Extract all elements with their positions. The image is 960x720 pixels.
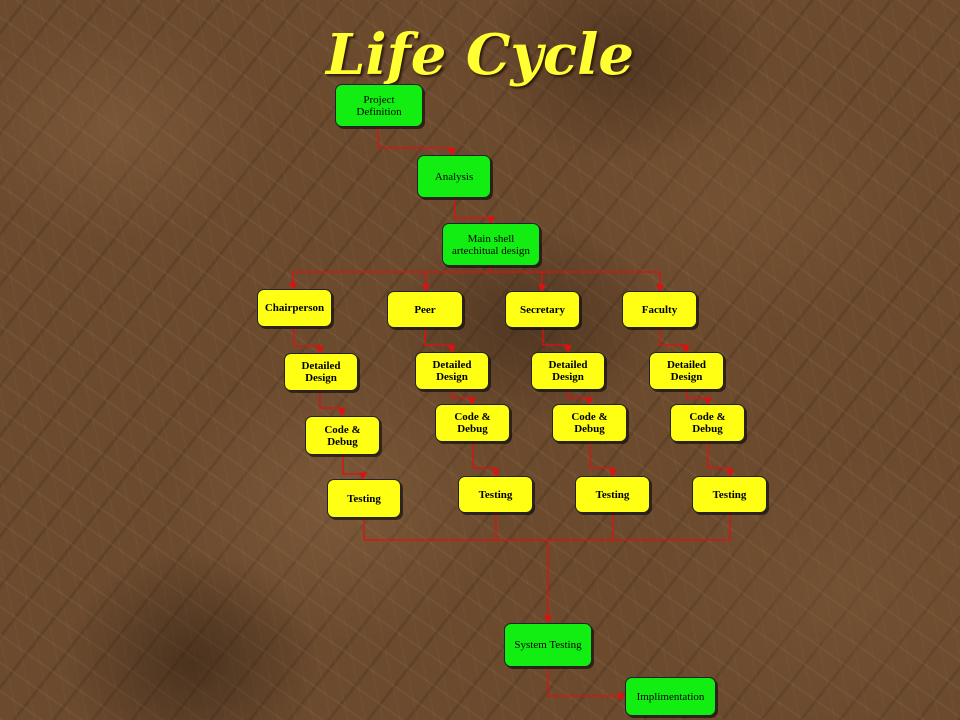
node-testing-label: Testing	[347, 492, 381, 505]
node-module-peer[interactable]: Peer	[387, 291, 463, 328]
connector-chair-to-detailed	[293, 327, 324, 355]
connector-peer-to-detailed	[424, 327, 456, 354]
node-faculty-testing[interactable]: Testing	[692, 476, 767, 513]
node-module-faculty[interactable]: Faculty	[622, 291, 697, 328]
node-module-label: Faculty	[641, 303, 678, 316]
connector-project-to-analysis	[377, 127, 456, 157]
node-module-chairperson[interactable]: Chairperson	[257, 289, 332, 327]
node-testing-label: Testing	[478, 488, 513, 501]
node-code-debug-label: Code & Debug	[571, 411, 608, 435]
node-module-label: Peer	[414, 303, 436, 316]
node-code-debug-label: Code & Debug	[689, 411, 726, 435]
node-project-definition-label: Project Definition	[356, 93, 402, 118]
node-main-shell-design[interactable]: Main shell artechitual design	[442, 223, 540, 266]
node-code-debug-label: Code & Debug	[454, 411, 491, 435]
node-secretary-testing[interactable]: Testing	[575, 476, 650, 513]
node-peer-testing[interactable]: Testing	[458, 476, 533, 513]
connector-secretary-detailed-to-code	[567, 389, 593, 406]
connector-system-to-implementation	[547, 667, 627, 700]
connector-analysis-to-main-shell	[454, 198, 495, 225]
node-project-definition[interactable]: Project Definition	[335, 84, 423, 127]
page-title: Life Cycle	[326, 22, 634, 88]
connector-faculty-to-detailed	[659, 327, 690, 354]
node-detailed-design-label: Detailed Design	[301, 360, 341, 384]
node-analysis-label: Analysis	[434, 170, 474, 183]
connector-secretary-code-to-testing	[589, 442, 617, 478]
node-detailed-design-label: Detailed Design	[548, 359, 588, 383]
node-code-debug-label: Code & Debug	[324, 423, 361, 448]
node-testing-label: Testing	[595, 488, 630, 501]
node-main-shell-design-label: Main shell artechitual design	[452, 232, 530, 257]
node-peer-detailed-design[interactable]: Detailed Design	[415, 352, 489, 390]
node-analysis[interactable]: Analysis	[417, 155, 491, 198]
node-module-label: Secretary	[520, 303, 565, 316]
node-faculty-detailed-design[interactable]: Detailed Design	[649, 352, 724, 390]
connector-faculty-code-to-testing	[707, 442, 734, 478]
node-detailed-design-label: Detailed Design	[666, 359, 707, 383]
connector-peer-code-to-testing	[472, 442, 500, 478]
connector-secretary-to-detailed	[542, 327, 572, 354]
node-peer-code-debug[interactable]: Code & Debug	[435, 404, 510, 442]
connector-peer-detailed-to-code	[451, 389, 476, 406]
node-system-testing-label: System Testing	[514, 639, 582, 651]
node-secretary-code-debug[interactable]: Code & Debug	[552, 404, 627, 442]
node-detailed-design-label: Detailed Design	[432, 359, 472, 383]
node-implementation[interactable]: Implimentation	[625, 677, 716, 716]
node-system-testing[interactable]: System Testing	[504, 623, 592, 667]
connector-faculty-detailed-to-code	[686, 389, 712, 406]
node-module-label: Chairperson	[264, 302, 325, 314]
node-faculty-code-debug[interactable]: Code & Debug	[670, 404, 745, 442]
node-chairperson-code-debug[interactable]: Code & Debug	[305, 416, 380, 455]
connector-testing-merge	[363, 513, 731, 541]
node-module-secretary[interactable]: Secretary	[505, 291, 580, 328]
connector-chair-detailed-to-code	[319, 390, 346, 417]
connector-chair-code-to-testing	[342, 455, 367, 481]
node-secretary-detailed-design[interactable]: Detailed Design	[531, 352, 605, 390]
node-testing-label: Testing	[712, 488, 747, 501]
node-chairperson-testing[interactable]: Testing	[327, 479, 401, 518]
node-chairperson-detailed-design[interactable]: Detailed Design	[284, 353, 358, 391]
node-implementation-label: Implimentation	[636, 690, 705, 703]
